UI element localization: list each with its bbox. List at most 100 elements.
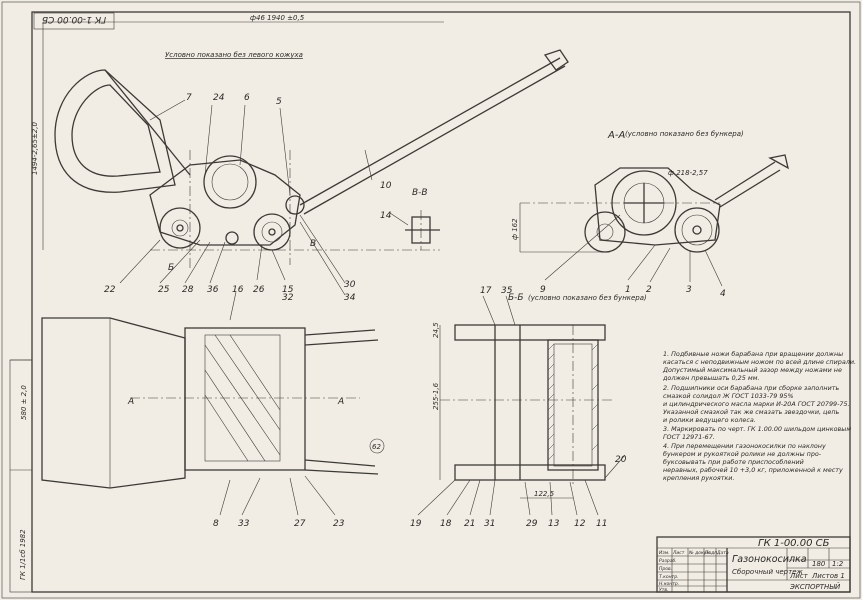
grass-basket — [54, 69, 176, 193]
tb-sheets: Листов 1 — [811, 572, 845, 580]
callout-18: 18 — [440, 519, 452, 529]
svg-text:В: В — [310, 239, 316, 249]
tb-sheet: Лист — [789, 572, 809, 580]
dim-BB-h2: 255-1,6 — [432, 382, 440, 410]
drum-side — [203, 155, 257, 209]
tb-row-4: Дата — [716, 550, 729, 556]
handle-bar — [299, 57, 561, 206]
callout-17: 17 — [480, 286, 492, 296]
tb-row-2: № докум. — [688, 550, 711, 556]
callout-3: 3 — [686, 285, 692, 295]
callout-16: 16 — [232, 285, 244, 295]
callout-35: 35 — [501, 286, 513, 296]
front-wheel — [253, 213, 291, 251]
rear-roller — [159, 207, 201, 249]
tb-row-7: Т.контр. — [659, 574, 679, 580]
callout-2: 2 — [646, 285, 652, 295]
housing-plan — [184, 327, 306, 471]
title-block: ГК 1-00.00 СБ Газонокосилка Сборочный че… — [656, 536, 851, 593]
section-A-right: А — [337, 397, 344, 407]
tb-org: ЭКСПОРТНЫЙ — [789, 582, 841, 591]
note-line-12: бункером и рукояткой ролики не должны пр… — [663, 450, 822, 458]
dim-AA: ф 218-2,57 — [668, 169, 708, 177]
note-line-4: 2. Подшипники оси барабана при сборке за… — [663, 384, 839, 392]
tb-row-6: Пров. — [659, 566, 672, 572]
note-line-8: и ролики ведущего колеса. — [663, 416, 756, 424]
side-view: 7 24 6 5 10 22 25 28 36 26 15 32 30 34 Б… — [54, 49, 569, 303]
callout-21: 21 — [464, 519, 475, 529]
callout-8: 8 — [213, 519, 219, 529]
tb-name: Газонокосилка — [732, 554, 807, 565]
callout-33: 33 — [238, 519, 250, 529]
callout-26: 26 — [253, 285, 265, 295]
dim-vertical-left: 1494-2,65±2,0 — [31, 122, 39, 175]
callout-11: 11 — [596, 519, 607, 529]
note-top-view: Условно показано без левого кожуха — [165, 51, 303, 59]
callout-12: 12 — [574, 519, 586, 529]
plan-view: А А 62 16 8 33 27 23 580 ± 2,0 — [20, 285, 385, 529]
callout-34: 34 — [344, 293, 356, 303]
callout-13: 13 — [548, 519, 560, 529]
section-AA: А-А (условно показано без бункера) ф 162… — [511, 130, 789, 299]
inner-frame — [31, 11, 851, 593]
callout-29: 29 — [526, 519, 538, 529]
note-line-15: крепления рукоятки. — [663, 474, 734, 482]
note-line-13: буксовывать при работе приспособлений — [663, 458, 804, 466]
note-line-7: Указанной смазкой так же смазать звездоч… — [663, 408, 840, 416]
callout-15: 15 — [282, 285, 294, 295]
tb-scale: 1:2 — [832, 560, 844, 568]
section-VV: В-В 14 — [380, 188, 440, 250]
section-BB-note: (условно показано без бункера) — [528, 294, 647, 302]
callout-23: 23 — [333, 519, 345, 529]
dim-BB-w: 122,5 — [534, 490, 555, 498]
callout-36: 36 — [207, 285, 219, 295]
technical-notes: 1. Подбивные ножи барабана при вращении … — [662, 350, 856, 482]
callout-19: 19 — [410, 519, 422, 529]
note-line-14: неравных, рабочей 10 +3,0 кг, приложенно… — [663, 466, 843, 474]
dim-overall: ф46 1940 ±0,5 — [250, 14, 305, 22]
mower-housing — [149, 159, 301, 246]
svg-text:Б: Б — [168, 263, 174, 273]
note-line-5: смазкой солидол Ж ГОСТ 1033-79 95% — [663, 392, 794, 400]
basket-plan — [41, 317, 186, 489]
callout-27: 27 — [294, 519, 306, 529]
callout-4: 4 — [720, 289, 726, 299]
callout-62: 62 — [372, 443, 381, 451]
dim-AA-vertical: ф 162 — [511, 218, 519, 240]
callout-30: 30 — [344, 280, 356, 290]
note-line-1: касаться с неподвижным ножом по всей дли… — [663, 358, 856, 366]
section-BB: Б-Б (условно показано без бункера) 24,5 … — [410, 286, 647, 529]
tb-row-0: Изм. — [659, 550, 670, 556]
tb-row-1: Лист — [672, 550, 685, 556]
callout-14: 14 — [380, 211, 392, 221]
note-line-2: Допустимый максимальный зазор между ножа… — [662, 366, 842, 374]
dim-BB-h1: 24,5 — [432, 322, 440, 338]
tb-row-5: Разраб. — [659, 558, 677, 564]
callout-20: 20 — [615, 455, 627, 465]
code-top: ГК 1-00.00 СБ — [42, 14, 106, 24]
side-stamp: ГК 1/1сб 1982 — [19, 529, 27, 580]
note-line-11: 4. При перемещении газонокосилки по накл… — [663, 442, 826, 450]
section-BB-title: Б-Б — [508, 293, 524, 303]
note-line-3: должен превышать 0,25 мм. — [662, 374, 760, 382]
callout-10: 10 — [380, 181, 392, 191]
note-line-9: 3. Маркировать по черт. ГК 1.00.00 шильд… — [663, 425, 851, 433]
tb-mass: 180 — [812, 560, 826, 568]
callout-28: 28 — [182, 285, 194, 295]
section-AA-title: А-А — [607, 130, 625, 141]
section-VV-title: В-В — [412, 188, 428, 198]
tb-code: ГК 1-00.00 СБ — [758, 538, 830, 549]
note-line-10: ГОСТ 12971-67. — [663, 433, 715, 441]
callout-6: 6 — [244, 93, 250, 103]
callout-24: 24 — [213, 93, 225, 103]
callout-22: 22 — [104, 285, 116, 295]
tb-subtitle: Сборочный чертеж — [732, 568, 803, 576]
tb-row-3: Подп. — [705, 550, 719, 556]
tb-row-9: Утв. — [659, 587, 668, 593]
callout-25: 25 — [158, 285, 170, 295]
callout-9: 9 — [540, 285, 546, 295]
note-line-6: и цилиндрического масла марки И-20А ГОСТ… — [663, 400, 850, 408]
callout-7: 7 — [186, 93, 192, 103]
callout-32: 32 — [282, 293, 294, 303]
